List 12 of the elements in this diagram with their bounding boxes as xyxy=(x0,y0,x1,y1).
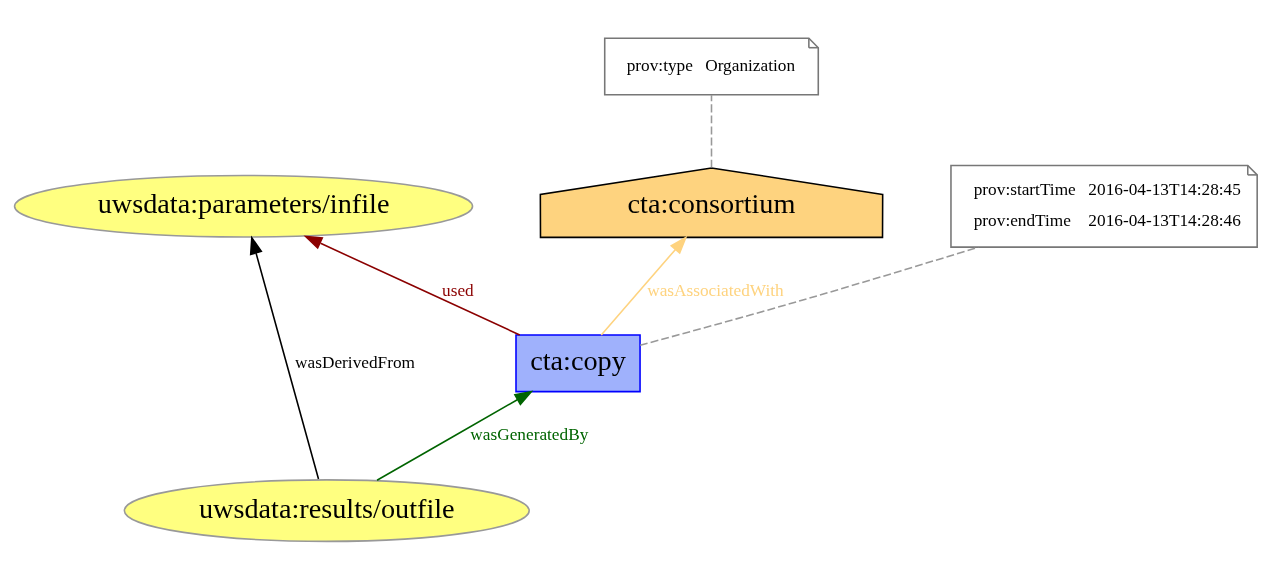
node-box: cta:copy xyxy=(515,334,641,393)
edge-label: used xyxy=(442,280,474,300)
arrow xyxy=(303,235,521,336)
connector xyxy=(710,94,713,169)
edge-label: wasAssociatedWith xyxy=(647,280,784,300)
arrow xyxy=(376,390,534,481)
edge-label: wasDerivedFrom xyxy=(295,352,415,372)
arrow xyxy=(600,235,688,336)
node-ellipse: uwsdata:results/outfile xyxy=(123,479,530,543)
node-ellipse: uwsdata:parameters/infile xyxy=(13,174,474,238)
edge-label: wasGeneratedBy xyxy=(470,424,589,444)
arrow xyxy=(249,235,320,480)
